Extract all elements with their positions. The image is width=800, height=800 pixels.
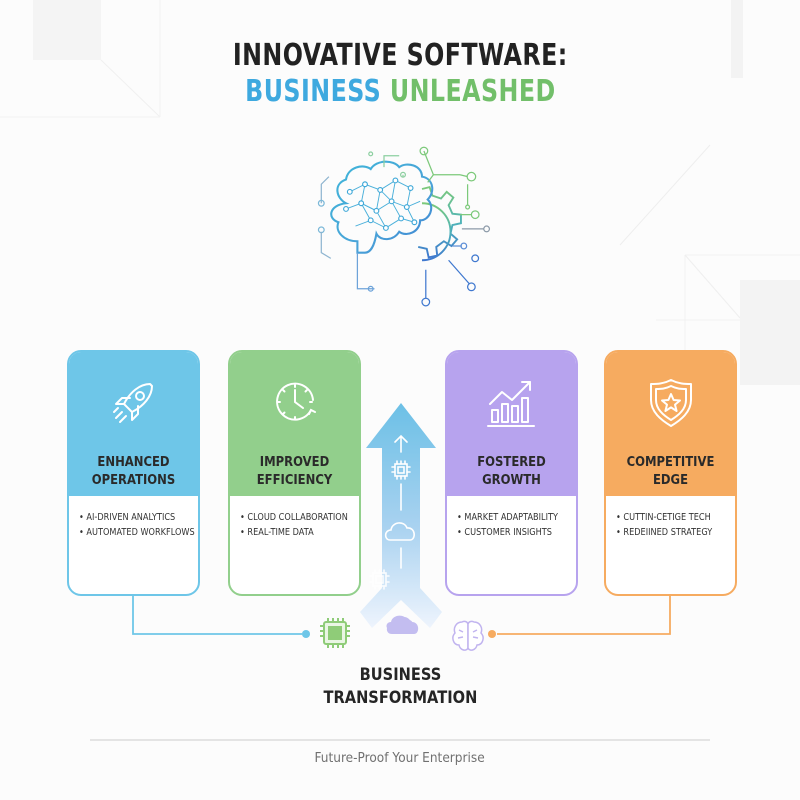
title-line-1: INNOVATIVE SOFTWARE: — [232, 38, 568, 73]
page-title: INNOVATIVE SOFTWARE: BUSINESS UNLEASHED — [0, 38, 800, 110]
card-title: FOSTERED GROWTH — [477, 454, 546, 488]
arrow-up-icon — [394, 434, 408, 453]
card-fostered-growth: FOSTERED GROWTH MARKET ADAPTABILITY CUST… — [445, 350, 578, 596]
divider — [90, 739, 710, 741]
card-bullet: MARKET ADAPTABILITY — [457, 510, 559, 525]
card-bullet: CLOUD COLLABORATION — [240, 510, 347, 525]
card-bullet: REDEIINED STRATEGY — [616, 525, 718, 540]
card-bullet: REAL-TIME DATA — [240, 525, 342, 540]
title-business: BUSINESS — [244, 74, 381, 109]
card-title: IMPROVED EFFICIENCY — [256, 454, 333, 488]
business-transformation-title: BUSINESS TRANSFORMATION — [323, 665, 477, 708]
card-improved-efficiency: IMPROVED EFFICIENCY CLOUD COLLABORATION … — [228, 350, 361, 596]
clock-icon — [275, 382, 316, 421]
card-bullet: CUSTOMER INSIGHTS — [457, 525, 559, 540]
rocket-icon — [112, 383, 153, 423]
shield-star-icon — [649, 379, 692, 427]
title-unleashed: UNLEASHED — [389, 74, 556, 109]
chip-icon — [320, 618, 350, 648]
card-enhanced-operations: ENHANCED OPERATIONS AI-DRIVEN ANALYTICS … — [67, 350, 200, 596]
card-bullet: AI-DRIVEN ANALYTICS — [79, 510, 181, 525]
bottom-connector-lines — [132, 596, 671, 651]
card-bullet: AUTOMATED WORKFLOWS — [79, 525, 194, 540]
brain-gear-circuit-icon — [317, 146, 491, 307]
card-bullet: CUTTIN-CETIGE TECH — [616, 510, 718, 525]
growth-chart-icon — [486, 381, 535, 427]
card-title: COMPETITIVE EDGE — [626, 454, 715, 488]
card-competitive-edge: COMPETITIVE EDGE CUTTIN-CETIGE TECH REDE… — [604, 350, 737, 596]
card-title: ENHANCED OPERATIONS — [91, 454, 176, 488]
cloud-icon — [386, 616, 419, 634]
brain-icon — [452, 620, 484, 651]
tagline: Future-Proof Your Enterprise — [314, 750, 486, 766]
